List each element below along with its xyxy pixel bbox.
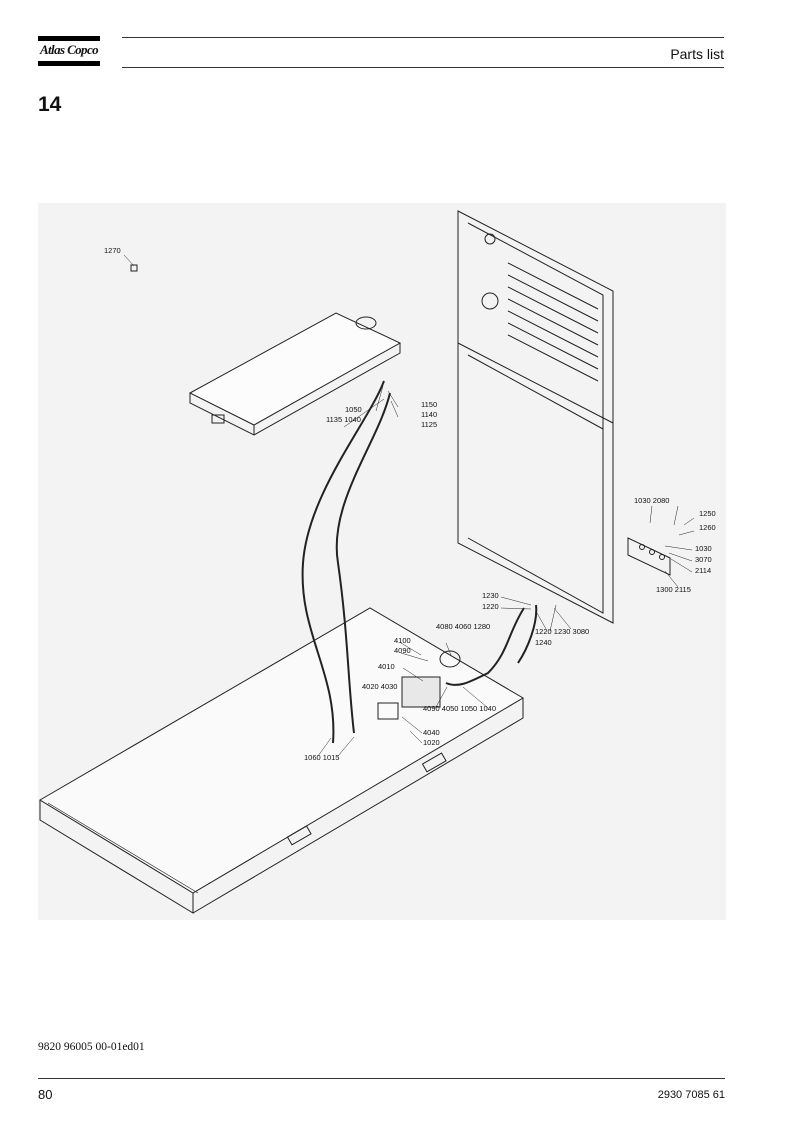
callout-1240: 1240 [535, 638, 552, 647]
callout-2114: 2114 [695, 566, 711, 575]
motor-assembly [377, 650, 461, 720]
header-rule-top [122, 37, 724, 38]
callout-4010: 4010 [378, 662, 395, 671]
callout-1150: 1150 [421, 400, 437, 409]
callout-1050: 1050 [345, 405, 362, 414]
plug-1270 [130, 264, 138, 272]
drawing-canvas: 1270 1150 1140 1125 1050 1135 1040 1030 … [39, 210, 716, 914]
callout-1125: 1125 [421, 420, 437, 429]
callout-1220: 1220 [482, 602, 499, 611]
document-reference: 9820 96005 00-01ed01 [38, 1041, 145, 1053]
leader-lines [123, 254, 695, 757]
section-number: 14 [38, 93, 62, 116]
logo-wordmark: Atlas Copco [39, 42, 99, 57]
header-rule-bottom [122, 67, 724, 68]
callout-1270: 1270 [104, 246, 121, 255]
callout-4090-4050-1050-1040: 4090 4050 1050 1040 [423, 704, 496, 713]
callout-4080-4060-1280: 4080 4060 1280 [436, 622, 490, 631]
exploded-view-drawing: 1270 1150 1140 1125 1050 1135 1040 1030 … [38, 203, 726, 920]
publication-number: 2930 7085 61 [657, 1089, 725, 1101]
page-number: 80 [38, 1087, 53, 1102]
callout-1140: 1140 [421, 410, 437, 419]
callout-4040: 4040 [423, 728, 440, 737]
callout-1030: 1030 [695, 544, 712, 553]
callout-1020: 1020 [423, 738, 440, 747]
callout-1300-2115: 1300 2115 [656, 585, 691, 594]
callout-4020-4030: 4020 4030 [362, 682, 397, 691]
hoses [301, 380, 538, 744]
callout-1135-1040: 1135 1040 [326, 415, 361, 424]
callout-3070: 3070 [695, 555, 712, 564]
callout-4100: 4100 [394, 636, 411, 645]
callout-4090: 4090 [394, 646, 411, 655]
logo-top-bar [38, 36, 100, 41]
callout-1250: 1250 [699, 509, 716, 518]
oil-cooler [188, 312, 402, 436]
atlas-copco-logo: Atlas Copco [38, 36, 100, 66]
callout-1060-1015: 1060 1015 [304, 753, 339, 762]
callout-labels: 1270 1150 1140 1125 1050 1135 1040 1030 … [104, 246, 716, 762]
fan-panel-frame [457, 210, 614, 624]
callout-1230: 1230 [482, 591, 499, 600]
callout-1260: 1260 [699, 523, 716, 532]
callout-1030-2080: 1030 2080 [634, 496, 669, 505]
callout-1220-1230-3080: 1220 1230 3080 [535, 627, 589, 636]
valve-manifold [627, 537, 671, 576]
logo-bottom-bar [38, 61, 100, 66]
footer-rule [38, 1078, 725, 1079]
header-title: Parts list [670, 46, 724, 62]
